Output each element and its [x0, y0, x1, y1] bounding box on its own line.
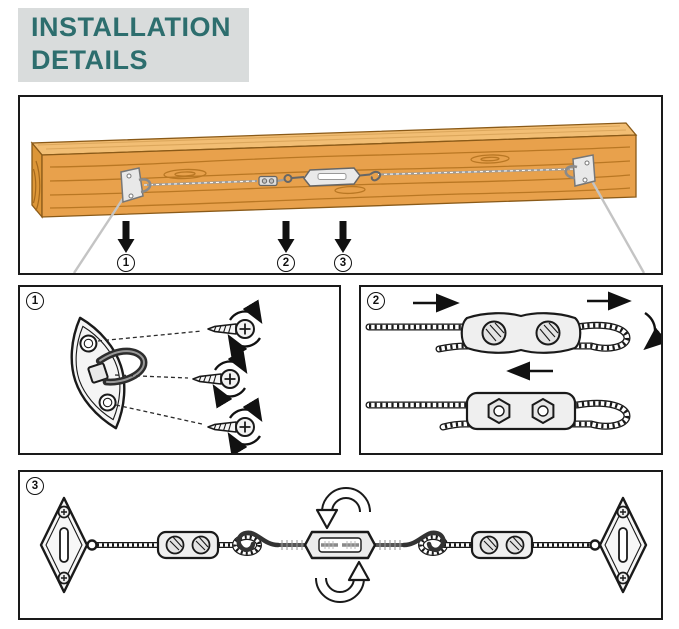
wire-rope [143, 167, 577, 187]
diamond-pad-eye-right-illustration [598, 496, 648, 594]
step1-badge-label: 1 [31, 295, 39, 307]
callout-3: 3 [334, 254, 352, 272]
step1-panel: 1 [18, 285, 341, 455]
guide-line [114, 374, 189, 379]
screw-icon [192, 369, 240, 389]
page-title-line2: DETAILS [31, 45, 148, 75]
callout-1-label: 1 [122, 257, 130, 269]
duplex-clamp-bottom-illustration [465, 391, 577, 431]
down-arrow-icon [117, 221, 135, 253]
rope-clamp-left-illustration [156, 530, 220, 560]
step3-badge: 3 [26, 477, 44, 495]
callout-1: 1 [117, 254, 135, 272]
screw-icon [207, 319, 255, 339]
hook-right-icon [401, 530, 446, 553]
step3-panel: 3 [18, 470, 663, 620]
overview-panel: 1 2 3 [18, 95, 663, 275]
down-arrow-icon [277, 221, 295, 253]
step1-illustration [70, 287, 339, 453]
wood-grain [49, 146, 631, 209]
step3-illustration [39, 487, 648, 603]
hook-left-icon [236, 530, 281, 553]
callout-3-label: 3 [339, 257, 347, 269]
pad-eye-left-icon [120, 167, 152, 203]
step2-badge-label: 2 [372, 295, 380, 307]
step2-badge: 2 [367, 292, 385, 310]
loop-curve-arrow-icon [643, 312, 661, 351]
pad-eye-right-icon [564, 154, 596, 187]
duplex-clamp-top-illustration [460, 312, 582, 354]
diamond-pad-eye-left-illustration [39, 496, 89, 594]
ring-left-icon [86, 539, 98, 551]
page-title: INSTALLATION DETAILS [18, 8, 249, 82]
down-arrow-icon [334, 221, 352, 253]
turn-arrow-top-icon [315, 487, 371, 530]
pad-eye-plate-illustration [70, 316, 148, 430]
step2-illustration [361, 291, 661, 453]
turn-arrow-bottom-icon [315, 560, 371, 603]
overview-illustration [30, 122, 646, 273]
rope-clamp-small-icon [258, 175, 278, 187]
ring-right-icon [589, 539, 601, 551]
step1-badge: 1 [26, 292, 44, 310]
guide-line [97, 330, 203, 342]
callout-2: 2 [277, 254, 295, 272]
rope-clamp-right-illustration [470, 530, 534, 560]
turnbuckle-illustration [236, 530, 446, 560]
step3-badge-label: 3 [31, 480, 39, 492]
callout-2-label: 2 [282, 257, 290, 269]
step2-panel: 2 [359, 285, 663, 455]
screw-icon [207, 417, 255, 437]
suspension-wires [72, 180, 646, 273]
guide-line [115, 404, 203, 425]
page-title-line1: INSTALLATION [31, 12, 231, 42]
turnbuckle-small-icon [283, 167, 381, 187]
